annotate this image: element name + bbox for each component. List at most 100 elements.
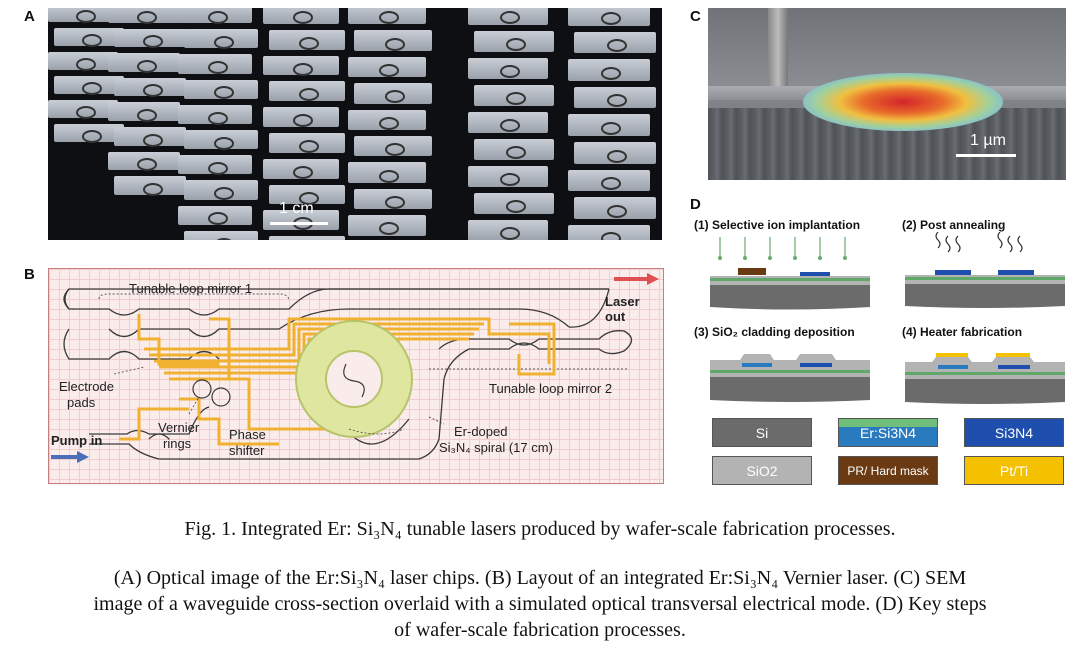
legend-sio2-label: SiO2 <box>746 462 778 479</box>
laser-chip <box>348 8 426 25</box>
step-4-stack <box>905 353 1065 404</box>
laser-chip <box>468 58 548 79</box>
laser-chip <box>108 102 180 122</box>
scale-bar <box>956 154 1016 157</box>
laser-chip <box>108 151 180 171</box>
laser-chip <box>269 236 345 240</box>
label-loop-mirror-1: Tunable loop mirror 1 <box>129 281 253 296</box>
legend-si-label: Si <box>755 424 769 441</box>
laser-chip <box>468 166 548 187</box>
laser-chip <box>178 8 252 24</box>
laser-chip <box>184 180 258 201</box>
figure-title: Fig. 1. Integrated Er: Si₃N₄ tunable las… <box>184 518 896 540</box>
step-4-title: (4) Heater fabrication <box>902 325 1023 339</box>
laser-chip <box>348 56 426 78</box>
laser-chip <box>574 31 656 54</box>
legend-pt-ti: Pt/Ti <box>964 456 1064 485</box>
legend-si: Si <box>712 418 812 447</box>
legend-si3n4: Si3N4 <box>964 418 1064 447</box>
step-3-title: (3) SiO₂ cladding deposition <box>694 325 855 339</box>
laser-chip <box>348 109 426 131</box>
laser-chip <box>48 100 118 120</box>
legend-pt-ti-label: Pt/Ti <box>999 462 1029 479</box>
laser-chip <box>468 220 548 240</box>
laser-layout: Tunable loop mirror 1 Laser out Electrod… <box>48 268 664 484</box>
laser-chip <box>54 76 124 96</box>
label-phase: Phase <box>229 427 266 442</box>
laser-chip <box>474 139 554 160</box>
laser-chip <box>263 8 339 24</box>
caption-line-1: (A) Optical image of the Er:Si₃N₄ laser … <box>113 567 967 589</box>
laser-chip <box>568 224 650 240</box>
caption-line-2: image of a waveguide cross-section overl… <box>93 593 987 615</box>
laser-chip <box>348 162 426 183</box>
waveguides <box>63 288 633 460</box>
laser-chip <box>468 8 548 25</box>
laser-chip <box>114 77 186 97</box>
step-2-stack <box>905 232 1065 308</box>
laser-chip <box>48 52 118 72</box>
layout-drawing <box>51 273 659 463</box>
vernier-ring <box>211 387 231 407</box>
laser-chip <box>354 136 432 157</box>
legend-hard-mask: PR/ Hard mask <box>838 456 938 485</box>
scale-bar-label: 1 µm <box>970 132 1006 149</box>
label-shifter: shifter <box>229 443 265 458</box>
laser-chip <box>568 169 650 192</box>
label-vernier: Vernier <box>158 420 200 435</box>
step-1-stack <box>710 237 870 310</box>
fabrication-steps-drawing <box>710 232 1065 404</box>
laser-chip <box>178 54 252 75</box>
laser-chip <box>474 85 554 106</box>
label-laser-out: Laser out <box>605 294 640 324</box>
laser-chip <box>269 29 345 50</box>
laser-chip <box>54 124 124 144</box>
legend-hard-mask-label: PR/ Hard mask <box>847 463 929 478</box>
laser-chip <box>348 215 426 236</box>
laser-chip <box>263 107 339 127</box>
legend-er-si3n4: Er:Si3N4 <box>838 418 938 447</box>
laser-chip <box>574 86 656 109</box>
optical-mode-overlay <box>803 73 1003 131</box>
label-rings: rings <box>163 436 192 451</box>
step-1-title: (1) Selective ion implantation <box>694 218 861 232</box>
vernier-ring <box>192 379 212 399</box>
scale-bar <box>270 222 328 225</box>
laser-chip <box>354 30 432 51</box>
laser-chip <box>269 133 345 153</box>
laser-chip <box>263 158 339 179</box>
laser-chip <box>354 83 432 104</box>
laser-chip <box>568 59 650 81</box>
laser-chip <box>54 28 124 48</box>
label-er-doped: Er-doped <box>454 424 508 439</box>
sem-image: 1 µm <box>708 8 1066 180</box>
laser-chip <box>184 230 258 240</box>
laser-chip <box>114 176 186 196</box>
laser-chip <box>114 127 186 147</box>
panel-a-label: A <box>24 8 35 25</box>
laser-chip <box>474 193 554 214</box>
label-loop-mirror-2: Tunable loop mirror 2 <box>489 381 613 396</box>
laser-chip <box>574 197 656 219</box>
laser-chip <box>184 79 258 100</box>
laser-chip <box>48 8 118 24</box>
panel-c-label: C <box>690 8 701 25</box>
step-3-stack <box>710 354 870 402</box>
caption-line-3: of wafer-scale fabrication processes. <box>394 619 686 641</box>
legend-si3n4-label: Si3N4 <box>994 424 1034 441</box>
laser-chip <box>108 8 180 24</box>
laser-chip <box>474 31 554 52</box>
laser-chip <box>574 142 656 164</box>
laser-chip <box>568 114 650 136</box>
laser-chip <box>178 104 252 125</box>
laser-chip <box>269 184 345 205</box>
laser-chip <box>568 8 650 26</box>
panel-b-label: B <box>24 266 35 283</box>
legend-er-si3n4-label: Er:Si3N4 <box>859 424 917 441</box>
label-pump-in: Pump in <box>51 433 103 448</box>
laser-chip <box>263 55 339 76</box>
laser-chip <box>108 53 180 73</box>
label-spiral: Si₃N₄ spiral (17 cm) <box>439 440 553 455</box>
laser-chip <box>114 28 186 48</box>
legend-sio2: SiO2 <box>712 456 812 485</box>
